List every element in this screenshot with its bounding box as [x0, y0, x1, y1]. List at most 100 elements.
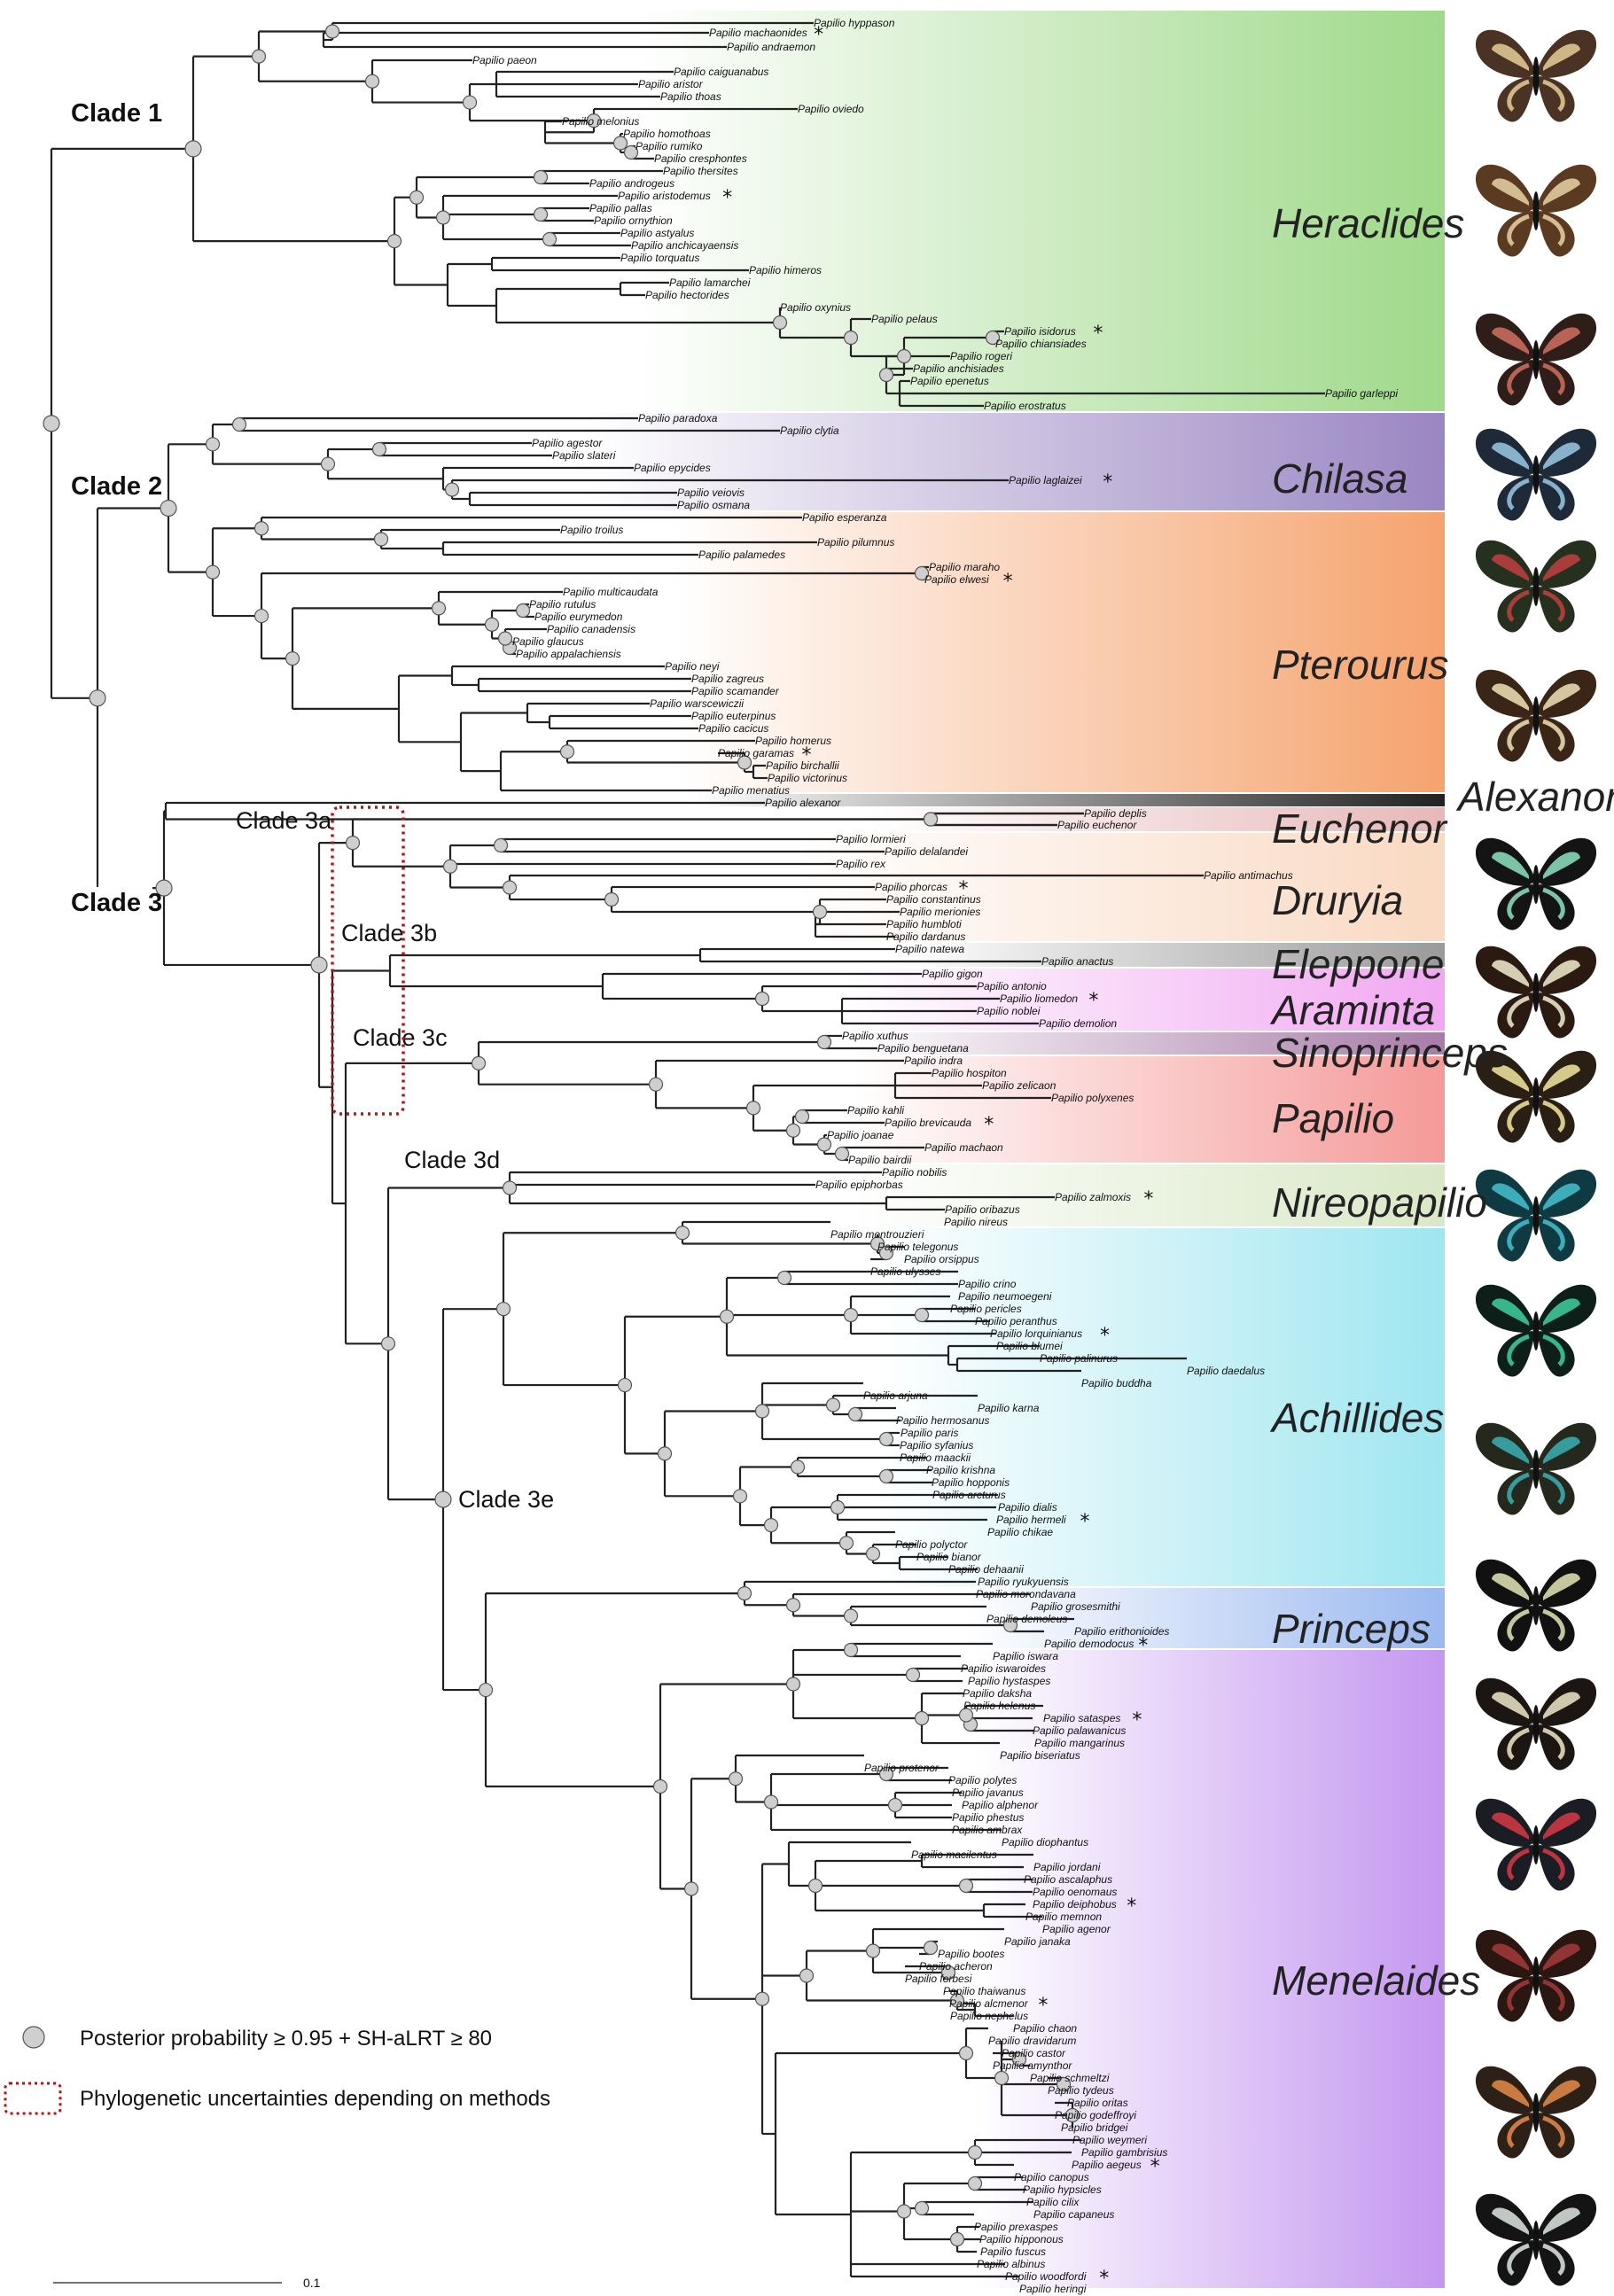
legend-node-text: Posterior probability ≥ 0.95 + SH-aLRT ≥… [80, 2027, 492, 2051]
tip-label-papilio-zelicaon: Papilio zelicaon [982, 1079, 1057, 1092]
tip-label-papilio-hermosanus: Papilio hermosanus [896, 1414, 989, 1427]
tip-label-papilio-erithonioides: Papilio erithonioides [1074, 1625, 1169, 1638]
supported-node [502, 1180, 518, 1195]
supported-node [728, 1771, 744, 1786]
butterfly-photo-pterourus-2 [1475, 669, 1597, 762]
tip-label-papilio-jordani: Papilio jordani [1033, 1861, 1101, 1873]
supported-node [160, 499, 177, 518]
tip-label-papilio-joanae: Papilio joanae [827, 1129, 894, 1141]
supported-node [737, 1586, 752, 1601]
subgenus-label-araminta: Araminta [1269, 987, 1435, 1033]
tip-label-papilio-anactus: Papilio anactus [1041, 955, 1113, 968]
tip-label-papilio-hystaspes: Papilio hystaspes [968, 1675, 1050, 1687]
supported-node [816, 1034, 832, 1050]
tip-label-papilio-orsippus: Papilio orsippus [904, 1253, 979, 1265]
tip-label-papilio-demolion: Papilio demolion [1039, 1017, 1117, 1030]
supported-node [371, 441, 387, 457]
tip-label-papilio-gigon: Papilio gigon [922, 968, 983, 980]
supported-node [737, 755, 752, 770]
significance-star: * [1099, 2268, 1109, 2290]
clade-label-clade-3b: Clade 3b [341, 920, 437, 946]
tip-label-papilio-eurymedon: Papilio eurymedon [534, 611, 623, 623]
significance-star: * [959, 878, 969, 900]
clade-label-clade-3c: Clade 3c [353, 1024, 448, 1051]
significance-star: * [984, 1114, 994, 1136]
supported-node [812, 904, 828, 920]
butterfly-photo-achillides-1 [1475, 1284, 1597, 1377]
supported-node [674, 1226, 690, 1241]
tip-label-papilio-paradoxa: Papilio paradoxa [638, 412, 718, 424]
supported-node [799, 1968, 815, 1983]
tip-label-papilio-godeffroyi: Papilio godeffroyi [1055, 2109, 1136, 2121]
clade-label-clade-3: Clade 3 [71, 889, 162, 917]
tip-label-papilio-pallas: Papilio pallas [589, 202, 652, 214]
supported-node [843, 1608, 859, 1623]
tip-label-papilio-esperanza: Papilio esperanza [802, 511, 887, 524]
supported-node [958, 1878, 974, 1894]
tip-label-papilio-biseriatus: Papilio biseriatus [1000, 1749, 1080, 1762]
tip-label-papilio-arcturus: Papilio arcturus [932, 1489, 1006, 1501]
tip-label-papilio-maackii: Papilio maackii [900, 1452, 971, 1464]
supported-node [515, 603, 531, 619]
tip-label-papilio-troilus: Papilio troilus [560, 524, 623, 536]
significance-star: * [1080, 1511, 1090, 1533]
supported-node [878, 367, 894, 383]
tip-label-papilio-bootes: Papilio bootes [938, 1948, 1004, 1960]
tip-label-papilio-chikae: Papilio chikae [987, 1526, 1053, 1538]
butterfly-photo-druryia [1475, 837, 1597, 930]
supported-node [1064, 2107, 1080, 2123]
significance-star: * [1138, 1635, 1148, 1657]
supported-node [807, 1878, 823, 1894]
significance-star: * [1003, 571, 1013, 593]
tip-label-papilio-woodfordi: Papilio woodfordi [1005, 2270, 1087, 2283]
tip-label-papilio-javanus: Papilio javanus [952, 1786, 1024, 1799]
supported-node [648, 1077, 664, 1092]
supported-node [604, 891, 620, 907]
tip-label-papilio-agenor: Papilio agenor [1042, 1923, 1111, 1935]
supported-node [914, 565, 930, 581]
supported-node [838, 1536, 854, 1551]
tip-label-papilio-dehaanii: Papilio dehaanii [948, 1563, 1024, 1576]
band-achillides [877, 1228, 1445, 1586]
tip-label-papilio-antonio: Papilio antonio [977, 980, 1047, 992]
tip-label-papilio-hopponis: Papilio hopponis [932, 1476, 1010, 1489]
tip-label-papilio-tydeus: Papilio tydeus [1048, 2084, 1114, 2097]
tip-label-papilio-dravidarum: Papilio dravidarum [988, 2035, 1076, 2047]
tip-label-papilio-cresphontes: Papilio cresphontes [654, 152, 747, 165]
butterfly-photo-menelaides-5 [1475, 2193, 1597, 2286]
tip-label-papilio-lamarchei: Papilio lamarchei [669, 276, 751, 289]
supported-node [502, 880, 518, 895]
tip-label-papilio-fuscus: Papilio fuscus [980, 2245, 1046, 2258]
significance-star: * [802, 744, 812, 767]
subgenus-label-sinoprinceps: Sinoprinceps [1272, 1030, 1508, 1076]
supported-node [495, 1302, 511, 1317]
tip-label-papilio-epiphorbas: Papilio epiphorbas [815, 1179, 903, 1191]
tip-label-papilio-warscewiczii: Papilio warscewiczii [650, 697, 744, 710]
tip-label-papilio-machaonides: Papilio machaonides [709, 27, 807, 39]
supported-node [155, 879, 173, 897]
clade-label-clade-3e: Clade 3e [458, 1486, 554, 1513]
significance-star: * [1143, 1188, 1153, 1210]
supported-node [794, 1109, 810, 1125]
supported-node [442, 859, 458, 874]
subgenus-label-alexanoria: Alexanoria [1455, 774, 1614, 820]
tip-label-papilio-chaon: Papilio chaon [1013, 2022, 1077, 2035]
tip-label-papilio-buddha: Papilio buddha [1081, 1377, 1152, 1389]
tip-label-papilio-grosesmithi: Papilio grosesmithi [1031, 1600, 1120, 1613]
subgenus-label-eleppone: Eleppone [1272, 941, 1444, 987]
supported-node [253, 608, 269, 624]
supported-node [732, 1489, 748, 1504]
band-alexanoria [691, 794, 1445, 806]
tip-label-papilio-iswara: Papilio iswara [993, 1650, 1058, 1662]
supported-node [958, 2045, 974, 2061]
tip-label-papilio-veiovis: Papilio veiovis [677, 486, 745, 499]
supported-node [967, 2175, 983, 2191]
tip-label-papilio-protenor: Papilio protenor [864, 1762, 940, 1774]
supported-node [834, 1146, 850, 1162]
tip-label-papilio-palinurus: Papilio palinurus [1040, 1352, 1118, 1365]
tip-label-papilio-ambrax: Papilio ambrax [952, 1824, 1023, 1836]
supported-node [949, 1993, 965, 2008]
tip-label-papilio-albinus: Papilio albinus [977, 2258, 1045, 2270]
supported-node [484, 617, 500, 632]
supported-node [444, 482, 460, 497]
